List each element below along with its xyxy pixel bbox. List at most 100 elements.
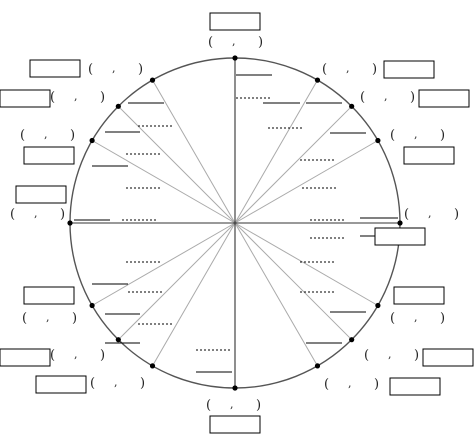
coordinate-comma-angle-300: ,: [348, 377, 352, 390]
spoke-angle-300: [234, 222, 318, 367]
point-angle-60: [314, 77, 321, 83]
angle-answer-box-angle-315[interactable]: [422, 348, 474, 367]
coordinate-comma-angle-240: ,: [114, 376, 118, 389]
answer-group-angle-180: (,): [10, 185, 67, 222]
answer-group-angle-150: (,): [20, 128, 75, 165]
coordinate-open-paren-angle-135: (: [50, 90, 55, 105]
point-angle-45: [349, 103, 355, 109]
answer-group-angle-225: (,): [0, 348, 105, 367]
coordinate-comma-angle-90: ,: [232, 35, 236, 48]
coordinate-comma-angle-135: ,: [74, 90, 78, 103]
point-angle-150: [89, 137, 95, 144]
point-angle-30: [375, 137, 381, 144]
angle-answer-box-angle-240[interactable]: [35, 375, 87, 394]
coordinate-open-paren-angle-270: (: [206, 398, 211, 413]
answer-group-angle-30: (,): [390, 128, 455, 165]
angle-answer-box-angle-30[interactable]: [403, 146, 455, 165]
coordinate-close-paren-angle-60: ): [372, 62, 377, 77]
coordinate-open-paren-angle-30: (: [390, 128, 395, 143]
coordinate-close-paren-angle-240: ): [140, 376, 145, 391]
coordinate-close-paren-angle-210: ): [72, 311, 77, 326]
coordinate-open-paren-angle-210: (: [22, 311, 27, 326]
angle-answer-box-angle-225[interactable]: [0, 348, 51, 367]
coordinate-close-paren-angle-225: ): [100, 348, 105, 363]
axes: [70, 58, 400, 388]
coordinate-close-paren-angle-30: ): [440, 128, 445, 143]
point-angle-330: [375, 302, 381, 309]
answer-group-angle-135: (,): [0, 89, 105, 108]
answer-group-angle-60: (,): [322, 60, 435, 79]
angle-answer-box-angle-330[interactable]: [393, 286, 445, 305]
coordinate-comma-angle-60: ,: [346, 62, 350, 75]
ratio-blanks: [74, 74, 398, 373]
coordinate-comma-angle-150: ,: [44, 128, 48, 141]
point-angle-120: [149, 77, 156, 83]
coordinate-open-paren-angle-90: (: [208, 35, 213, 50]
coordinate-close-paren-angle-270: ): [256, 398, 261, 413]
angle-answer-box-angle-180[interactable]: [15, 185, 67, 204]
angle-spokes: [91, 79, 379, 367]
answer-group-angle-315: (,): [364, 348, 474, 367]
coordinate-open-paren-angle-240: (: [90, 376, 95, 391]
spoke-angle-135: [117, 105, 236, 224]
spoke-angle-60: [234, 79, 318, 224]
point-angle-300: [314, 363, 321, 369]
angle-answer-box-angle-120[interactable]: [29, 59, 81, 78]
coordinate-comma-angle-330: ,: [414, 311, 418, 324]
angle-answer-box-angle-90[interactable]: [209, 12, 261, 31]
spoke-angle-240: [152, 222, 236, 367]
answer-group-angle-210: (,): [22, 286, 77, 326]
point-angle-180: [67, 220, 73, 226]
coordinate-close-paren-angle-330: ): [440, 311, 445, 326]
point-angle-0: [397, 220, 403, 226]
point-angle-270: [232, 385, 238, 391]
coordinate-comma-angle-120: ,: [112, 62, 116, 75]
coordinate-comma-angle-315: ,: [388, 348, 392, 361]
coordinate-comma-angle-270: ,: [230, 398, 234, 411]
coordinate-comma-angle-225: ,: [74, 348, 78, 361]
coordinate-close-paren-angle-0: ): [454, 207, 459, 222]
coordinate-open-paren-angle-45: (: [360, 90, 365, 105]
coordinate-open-paren-angle-0: (: [404, 207, 409, 222]
coordinate-close-paren-angle-315: ): [414, 348, 419, 363]
coordinate-close-paren-angle-90: ): [258, 35, 263, 50]
coordinate-open-paren-angle-225: (: [50, 348, 55, 363]
coordinate-comma-angle-180: ,: [34, 207, 38, 220]
coordinate-comma-angle-210: ,: [46, 311, 50, 324]
angle-answer-box-angle-135[interactable]: [0, 89, 51, 108]
spoke-angle-120: [152, 79, 236, 224]
spoke-angle-150: [91, 140, 236, 224]
angle-answer-box-angle-300[interactable]: [389, 377, 441, 396]
coordinate-open-paren-angle-120: (: [88, 62, 93, 77]
spoke-angle-210: [91, 222, 236, 306]
spoke-angle-330: [234, 222, 379, 306]
point-angle-210: [89, 302, 95, 309]
coordinate-open-paren-angle-315: (: [364, 348, 369, 363]
point-angle-315: [349, 337, 355, 343]
coordinate-close-paren-angle-180: ): [60, 207, 65, 222]
angle-answer-box-angle-150[interactable]: [23, 146, 75, 165]
angle-answer-box-angle-60[interactable]: [383, 60, 435, 79]
point-angle-240: [149, 363, 156, 369]
coordinate-open-paren-angle-330: (: [390, 311, 395, 326]
spoke-angle-30: [234, 140, 379, 224]
coordinate-comma-angle-30: ,: [414, 128, 418, 141]
angle-answer-box-angle-45[interactable]: [418, 89, 470, 108]
coordinate-close-paren-angle-45: ): [410, 90, 415, 105]
answer-group-angle-0: (,): [374, 207, 459, 246]
coordinate-comma-angle-0: ,: [428, 207, 432, 220]
angle-answer-box-angle-0[interactable]: [374, 227, 426, 246]
coordinate-close-paren-angle-150: ): [70, 128, 75, 143]
answer-group-angle-300: (,): [324, 377, 441, 396]
angle-answer-box-angle-210[interactable]: [23, 286, 75, 305]
answer-group-angle-45: (,): [360, 89, 470, 108]
coordinate-close-paren-angle-300: ): [374, 377, 379, 392]
answer-group-angle-120: (,): [29, 59, 143, 78]
angle-answer-box-angle-270[interactable]: [209, 415, 261, 434]
answer-group-angle-270: (,): [206, 398, 261, 434]
coordinate-open-paren-angle-300: (: [324, 377, 329, 392]
answer-group-angle-240: (,): [35, 375, 145, 394]
coordinate-comma-angle-45: ,: [384, 90, 388, 103]
